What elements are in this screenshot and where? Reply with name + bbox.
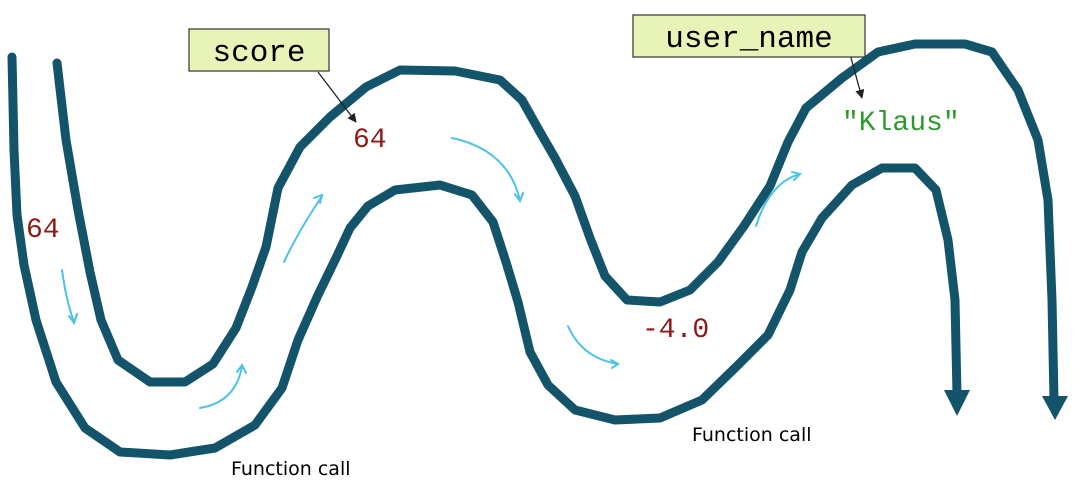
flow-arrow <box>514 192 524 204</box>
flow-arrow <box>451 137 521 201</box>
function-call-caption-left: Function call <box>231 458 351 480</box>
score-pointer-arrow <box>317 71 357 123</box>
user-name-pointer-arrow <box>849 53 865 99</box>
river-end-arrowhead-right <box>1042 396 1068 420</box>
flow-arrow <box>313 193 324 204</box>
flow-arrows <box>61 137 802 409</box>
river-inner-bank <box>52 39 1059 405</box>
flow-arrow <box>791 171 802 181</box>
flow-arrow <box>567 325 619 365</box>
flow-arrow <box>610 359 620 369</box>
score-label: score <box>212 36 305 71</box>
score-label-box <box>188 28 330 72</box>
score-value: 64 <box>353 125 387 156</box>
flow-arrow <box>68 313 78 326</box>
flow-arrow <box>61 269 75 323</box>
user-name-label: user_name <box>665 22 832 57</box>
flow-arrow <box>199 365 243 409</box>
flow-arrow <box>755 173 801 227</box>
user-name-label-box <box>632 14 866 58</box>
left-value: 64 <box>26 215 60 246</box>
flow-arrow <box>236 363 247 374</box>
negative-value: -4.0 <box>642 315 709 346</box>
klaus-value: "Klaus" <box>842 108 960 139</box>
river-outer-bank <box>7 52 962 460</box>
function-call-caption-right: Function call <box>692 424 812 446</box>
river-end-arrowhead-left <box>944 390 970 416</box>
flow-arrow <box>283 195 323 263</box>
